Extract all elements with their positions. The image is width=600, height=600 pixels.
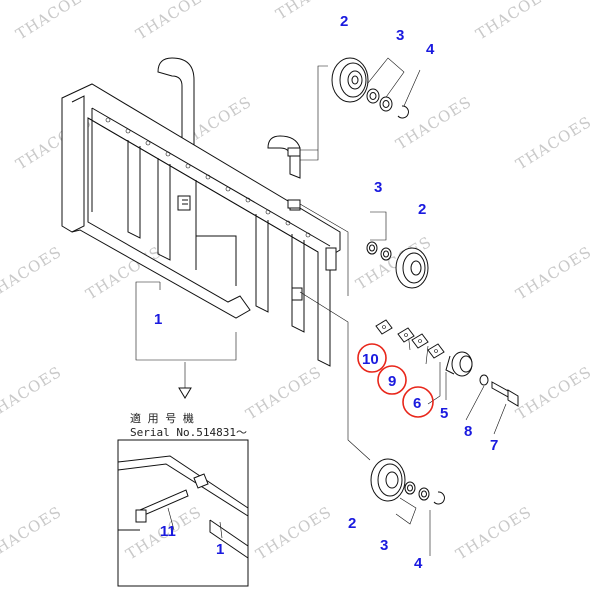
watermark-text: THACOES	[253, 503, 335, 564]
callout-7: 7	[490, 437, 498, 454]
callout-11: 11	[160, 523, 176, 540]
callout-4-top: 4	[426, 41, 435, 58]
roller-assembly-bottom	[370, 458, 445, 505]
leader-lines	[135, 57, 507, 556]
callout-8: 8	[464, 423, 472, 440]
callout-2-top: 2	[340, 13, 348, 30]
watermark-text: THACOES	[513, 243, 595, 304]
callout-6: 6	[413, 395, 421, 412]
watermark-text: THACOES	[393, 93, 475, 154]
callout-2-middle: 2	[418, 201, 426, 218]
fork-carriage-frame	[61, 57, 341, 367]
watermark-text: THACOES	[453, 503, 535, 564]
callout-3-middle: 3	[374, 179, 382, 196]
watermark-text: THACOES	[133, 0, 215, 43]
watermark-text: THACOES	[0, 243, 65, 304]
serial-note-title: 適 用 号 機	[130, 411, 194, 425]
callout-9: 9	[388, 373, 396, 390]
detail-view	[117, 439, 249, 587]
watermark-layer: THACOES THACOES THACOES THACOES THACOES THACO…	[0, 0, 595, 563]
highlight-circle-6	[402, 386, 434, 418]
callout-5: 5	[440, 405, 448, 422]
callout-4-bottom: 4	[414, 555, 423, 572]
roller-assembly-middle	[366, 241, 429, 289]
callout-2-bottom: 2	[348, 515, 356, 532]
highlight-circle-10	[357, 343, 387, 373]
callout-labels: 2 3 4 3 2 1 10 9 6 5 8 7 11 1 2 3 4	[154, 13, 498, 572]
watermark-text: THACOES	[513, 113, 595, 174]
callout-1-detail: 1	[216, 541, 224, 558]
watermark-text: THACOES	[473, 0, 555, 43]
callout-10: 10	[362, 351, 379, 368]
highlight-circle-9	[377, 365, 407, 395]
side-roller-assembly	[375, 319, 519, 407]
callout-1-frame: 1	[154, 311, 162, 328]
highlight-circles	[357, 343, 434, 418]
callout-3-bottom: 3	[380, 537, 388, 554]
watermark-text: THACOES	[243, 363, 325, 424]
callout-3-top: 3	[396, 27, 404, 44]
watermark-text: THACOES	[13, 0, 95, 43]
watermark-text: THACOES	[0, 503, 65, 564]
watermark-text: THACOES	[0, 363, 65, 424]
serial-note-number: Serial No.514831〜	[130, 426, 247, 439]
serial-note: 適 用 号 機 Serial No.514831〜	[130, 411, 247, 439]
roller-assembly-top	[287, 57, 409, 209]
watermark-text: THACOES	[513, 363, 595, 424]
